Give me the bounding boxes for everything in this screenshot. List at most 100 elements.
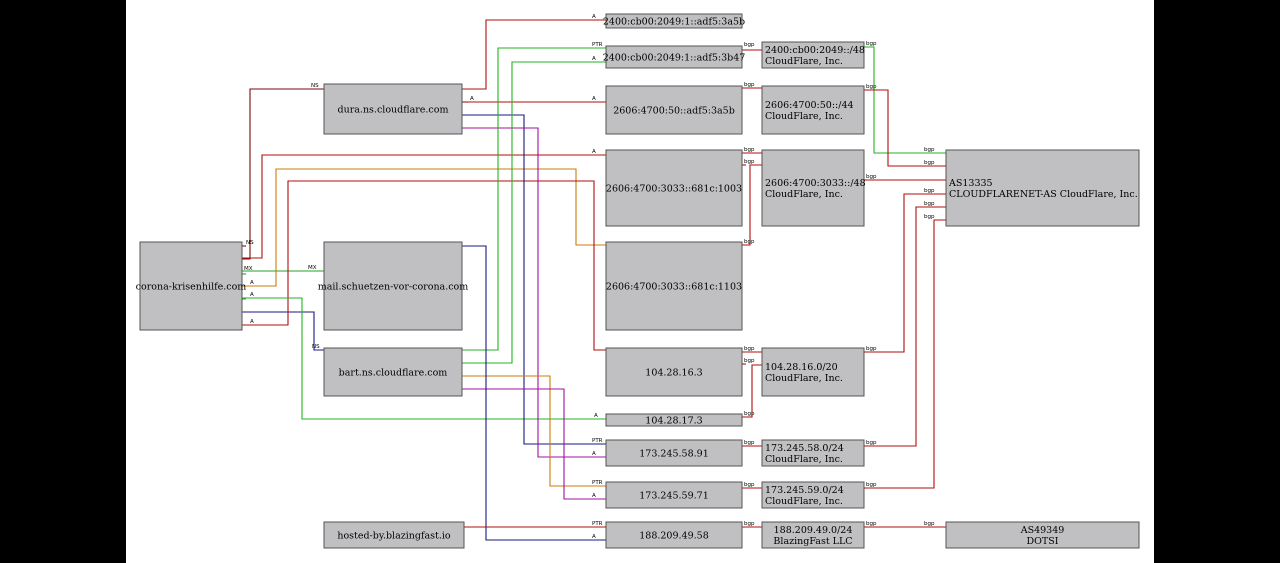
node-label: 2400:cb00:2049::/48: [765, 45, 865, 56]
node-label: CloudFlare, Inc.: [765, 496, 843, 507]
node-label: corona-krisenhilfe.com: [136, 282, 247, 293]
edge-ns-dura: [242, 88, 324, 260]
node-label: AS13335: [948, 178, 993, 189]
node-n8[interactable]: 2606:4700:50::adf5:3a5b: [605, 85, 743, 135]
node-label: 104.28.16.3: [645, 368, 702, 379]
node-n1[interactable]: corona-krisenhilfe.com: [136, 241, 247, 331]
node-label: AS49349: [1020, 525, 1065, 536]
edge-label: A: [250, 292, 254, 298]
node-label: CloudFlare, Inc.: [765, 373, 843, 384]
node-box: [605, 347, 743, 397]
edge-label: bgp: [866, 41, 877, 47]
edge-label-bgp-in-e: bgp: [924, 214, 935, 220]
edge-bgp-19-23: [864, 193, 946, 353]
edge-label: bgp: [744, 440, 755, 446]
edge-label-bgp-in-a: bgp: [924, 147, 935, 153]
edge-bgp-16-23: [864, 46, 946, 154]
node-box: [945, 149, 1140, 227]
node-label: 173.245.59.71: [639, 491, 709, 502]
node-label: bart.ns.cloudflare.com: [339, 368, 448, 379]
node-box: [761, 521, 865, 549]
edge-label-bgp-24: bgp: [924, 521, 935, 527]
node-label: DOTSI: [1026, 536, 1058, 547]
edge-bart-ptr-14: [462, 375, 606, 487]
edge-label: A: [470, 96, 474, 102]
node-label: mail.schuetzen-vor-corona.com: [318, 282, 469, 293]
edge-a-12: [242, 297, 606, 420]
node-n15[interactable]: 188.209.49.58: [605, 521, 743, 549]
edge-a-10: [242, 168, 606, 287]
edge-a-11: [242, 180, 606, 351]
edge-dura-a-13: [462, 127, 606, 458]
edge-label: A: [594, 413, 598, 419]
node-box: [761, 439, 865, 467]
node-n5[interactable]: hosted-by.blazingfast.io: [323, 521, 465, 549]
node-n13[interactable]: 173.245.58.91: [605, 439, 743, 467]
node-n11[interactable]: 104.28.16.3: [605, 347, 743, 397]
node-label: 2606:4700:3033::681c:1103: [606, 282, 742, 293]
edge-label: A: [592, 534, 596, 540]
edge-bgp-17-23: [864, 89, 946, 167]
edge-label: PTR: [592, 438, 603, 444]
node-label: 104.28.16.0/20: [765, 362, 838, 373]
edge-label: A: [250, 319, 254, 325]
edge-label: NS: [311, 83, 319, 89]
node-label: 188.209.49.58: [639, 531, 709, 542]
edge-label: bgp: [866, 84, 877, 90]
edge-label: A: [592, 149, 596, 155]
node-label: CloudFlare, Inc.: [765, 454, 843, 465]
edge-a-9a: [242, 154, 606, 259]
node-box: [761, 481, 865, 509]
node-label: 173.245.58.0/24: [765, 443, 844, 454]
edge-bgp-21-23: [864, 219, 946, 489]
node-label: 2606:4700:50::adf5:3a5b: [613, 106, 735, 117]
node-box: [605, 439, 743, 467]
edge-label: bgp: [744, 159, 755, 165]
node-n9[interactable]: 2606:4700:3033::681c:1003: [605, 149, 743, 227]
node-label: 2606:4700:3033::681c:1003: [606, 184, 742, 195]
node-box: [323, 83, 463, 135]
node-label: 2400:cb00:2049:1::adf5:3b47: [603, 53, 746, 64]
node-n3[interactable]: mail.schuetzen-vor-corona.com: [318, 241, 469, 331]
node-label: 2606:4700:3033::/48: [765, 178, 866, 189]
edge-label: NS: [246, 240, 254, 246]
node-n10[interactable]: 2606:4700:3033::681c:1103: [605, 241, 743, 331]
edge-label-bgp-in-d: bgp: [924, 201, 935, 207]
node-box: [323, 521, 465, 549]
edge-bgp-20-23: [864, 206, 946, 447]
node-box: [139, 241, 243, 331]
node-box: [323, 241, 463, 331]
node-box: [605, 241, 743, 331]
node-box: [323, 347, 463, 397]
node-n2[interactable]: dura.ns.cloudflare.com: [323, 83, 463, 135]
edge-bart-a-7: [462, 61, 606, 364]
edge-label: bgp: [744, 147, 755, 153]
node-n4[interactable]: bart.ns.cloudflare.com: [323, 347, 463, 397]
edge-label: bgp: [744, 411, 755, 417]
node-label: BlazingFast LLC: [773, 536, 852, 547]
node-n7[interactable]: 2400:cb00:2049:1::adf5:3b47: [603, 45, 746, 69]
node-label: CLOUDFLARENET-AS CloudFlare, Inc.: [949, 189, 1138, 200]
node-n12[interactable]: 104.28.17.3: [605, 413, 743, 427]
node-label: 2400:cb00:2049:1::adf5:3a5b: [603, 17, 745, 28]
node-n14[interactable]: 173.245.59.71: [605, 481, 743, 509]
node-box: [605, 149, 743, 227]
node-n6[interactable]: 2400:cb00:2049:1::adf5:3a5b: [603, 13, 745, 29]
node-box: [605, 413, 743, 427]
edge-label: NS: [312, 344, 320, 350]
node-box: [605, 85, 743, 135]
edge-mail-a-15: [462, 245, 606, 541]
edge-bart-a-14: [462, 388, 606, 500]
edge-label: MX: [244, 266, 253, 272]
node-label: 173.245.59.0/24: [765, 485, 844, 496]
